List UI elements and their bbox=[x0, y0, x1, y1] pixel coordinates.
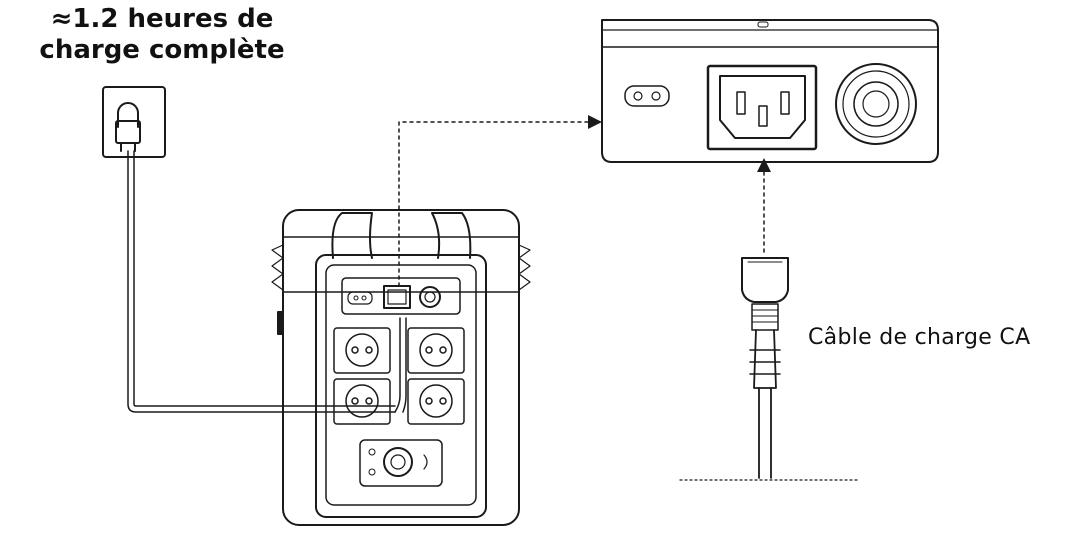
charge-time-caption: ≈1.2 heures de charge complète bbox=[12, 4, 312, 66]
cable-arrow bbox=[757, 158, 771, 253]
ac-charging-cable-icon bbox=[741, 257, 789, 479]
outlet-cable bbox=[127, 150, 396, 413]
wall-outlet-icon bbox=[102, 86, 166, 158]
charge-time-line-2: charge complète bbox=[39, 35, 285, 65]
charge-time-line-1: ≈1.2 heures de bbox=[50, 4, 274, 34]
ac-input-port-icon bbox=[601, 19, 939, 163]
connection-arrow bbox=[398, 115, 602, 287]
power-station-icon bbox=[271, 209, 531, 526]
cable-label: Câble de charge CA bbox=[808, 325, 1031, 350]
